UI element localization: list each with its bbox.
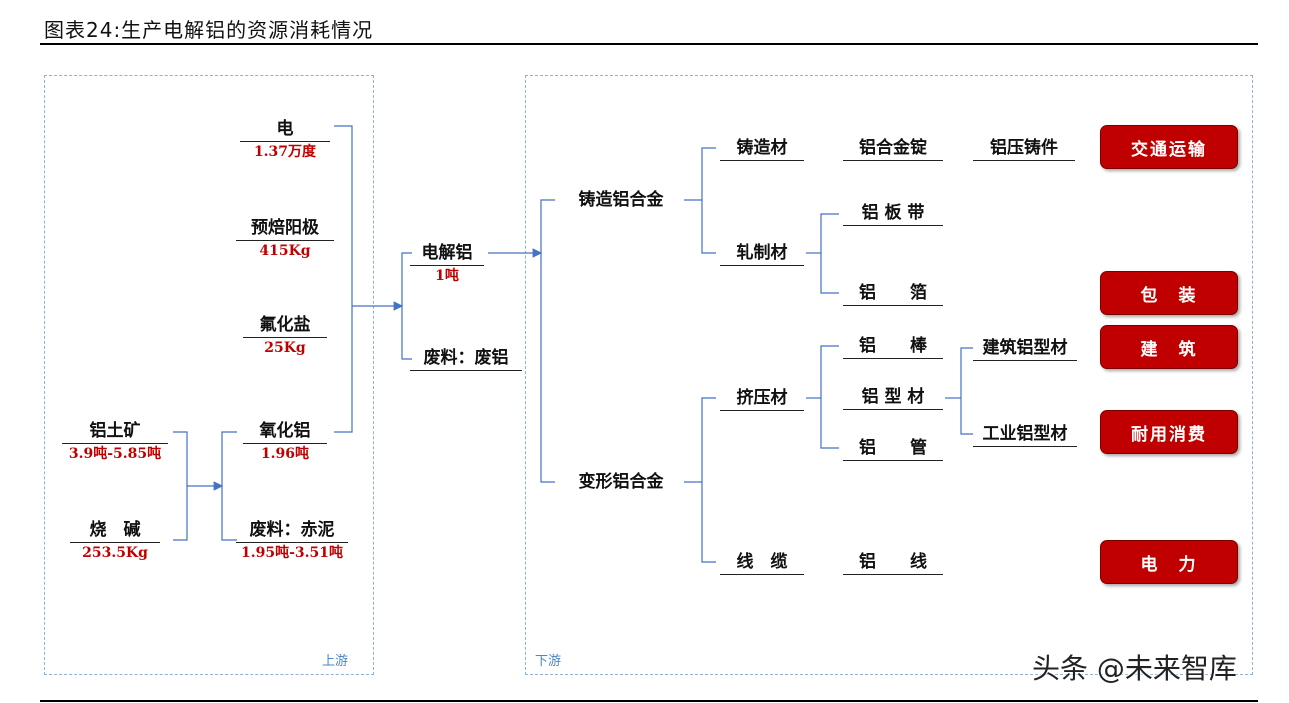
power-box: 电 力 — [1100, 540, 1238, 584]
downstream-label: 下游 — [535, 654, 562, 669]
al-foil-node: 铝 箔 — [843, 282, 943, 306]
packaging-box: 包 装 — [1100, 271, 1238, 315]
extruded-material-node: 挤压材 — [720, 387, 804, 411]
upstream-panel — [44, 75, 374, 675]
al-tube-name: 铝 管 — [843, 437, 943, 461]
cable-name: 线 缆 — [720, 551, 804, 575]
al-rod-node: 铝 棒 — [843, 335, 943, 359]
scrap-node: 废料：废铝 — [410, 347, 522, 371]
alloy-ingot-name: 铝合金锭 — [843, 137, 943, 161]
electrolytic-al-value: 1吨 — [435, 268, 459, 284]
watermark: 头条 @未来智库 — [1032, 652, 1237, 685]
al-profile-node: 铝 型 材 — [843, 386, 943, 410]
electricity-value: 1.37万度 — [240, 141, 330, 161]
caustic-node: 烧 碱 253.5Kg — [70, 519, 160, 562]
die-casting-name: 铝压铸件 — [973, 137, 1075, 161]
alumina-node: 氧化铝 1.96吨 — [243, 420, 327, 463]
industrial-profile-node: 工业铝型材 — [973, 423, 1077, 447]
alloy-ingot-node: 铝合金锭 — [843, 137, 943, 161]
building-profile-name: 建筑铝型材 — [973, 337, 1077, 361]
cast-alloy-name: 铸造铝合金 — [578, 190, 664, 210]
anode-value: 415Kg — [259, 243, 311, 259]
al-tube-node: 铝 管 — [843, 437, 943, 461]
figure-title: 图表24:生产电解铝的资源消耗情况 — [44, 18, 374, 42]
bauxite-value: 3.9吨-5.85吨 — [68, 446, 162, 462]
al-foil-name: 铝 箔 — [843, 282, 943, 306]
al-rod-name: 铝 棒 — [843, 335, 943, 359]
scrap-name: 废料：废铝 — [410, 347, 522, 371]
rolled-material-name: 轧制材 — [720, 242, 804, 266]
red-mud-name: 废料：赤泥 — [236, 519, 348, 543]
cast-alloy-node: 铸造铝合金 — [560, 189, 682, 212]
al-wire-name: 铝 线 — [843, 551, 943, 575]
red-mud-node: 废料：赤泥 1.95吨-3.51吨 — [236, 519, 348, 562]
construction-box: 建 筑 — [1100, 325, 1238, 369]
cast-material-node: 铸造材 — [720, 137, 804, 161]
durables-box: 耐用消费 — [1100, 410, 1238, 454]
alumina-value: 1.96吨 — [260, 446, 310, 462]
extruded-material-name: 挤压材 — [720, 387, 804, 411]
bauxite-name: 铝土矿 — [62, 420, 168, 444]
electrolytic-al-node: 电解铝 1吨 — [410, 242, 484, 285]
al-profile-name: 铝 型 材 — [843, 386, 943, 410]
fluoride-node: 氟化盐 25Kg — [243, 314, 327, 357]
downstream-panel — [525, 75, 1253, 675]
bauxite-node: 铝土矿 3.9吨-5.85吨 — [62, 420, 168, 463]
red-mud-value: 1.95吨-3.51吨 — [240, 545, 343, 561]
wrought-alloy-name: 变形铝合金 — [578, 472, 664, 492]
bottom-rule — [40, 700, 1258, 702]
die-casting-node: 铝压铸件 — [973, 137, 1075, 161]
al-strip-node: 铝 板 带 — [843, 202, 943, 226]
upstream-label: 上游 — [322, 654, 349, 669]
al-wire-node: 铝 线 — [843, 551, 943, 575]
wrought-alloy-node: 变形铝合金 — [560, 471, 682, 494]
electricity-name: 电 — [276, 119, 294, 139]
top-rule — [40, 43, 1258, 45]
anode-node: 预焙阳极 415Kg — [236, 217, 334, 260]
cable-node: 线 缆 — [720, 551, 804, 575]
caustic-name: 烧 碱 — [70, 519, 160, 543]
industrial-profile-name: 工业铝型材 — [973, 423, 1077, 447]
alumina-name: 氧化铝 — [243, 420, 327, 444]
fluoride-name: 氟化盐 — [243, 314, 327, 338]
fluoride-value: 25Kg — [264, 340, 306, 356]
al-strip-name: 铝 板 带 — [843, 202, 943, 226]
anode-name: 预焙阳极 — [236, 217, 334, 241]
cast-material-name: 铸造材 — [720, 137, 804, 161]
transport-box: 交通运输 — [1100, 125, 1238, 169]
caustic-value: 253.5Kg — [82, 545, 148, 561]
rolled-material-node: 轧制材 — [720, 242, 804, 266]
electrolytic-al-name: 电解铝 — [410, 242, 484, 266]
building-profile-node: 建筑铝型材 — [973, 337, 1077, 361]
electricity-node: 电 1.37万度 — [240, 118, 330, 161]
